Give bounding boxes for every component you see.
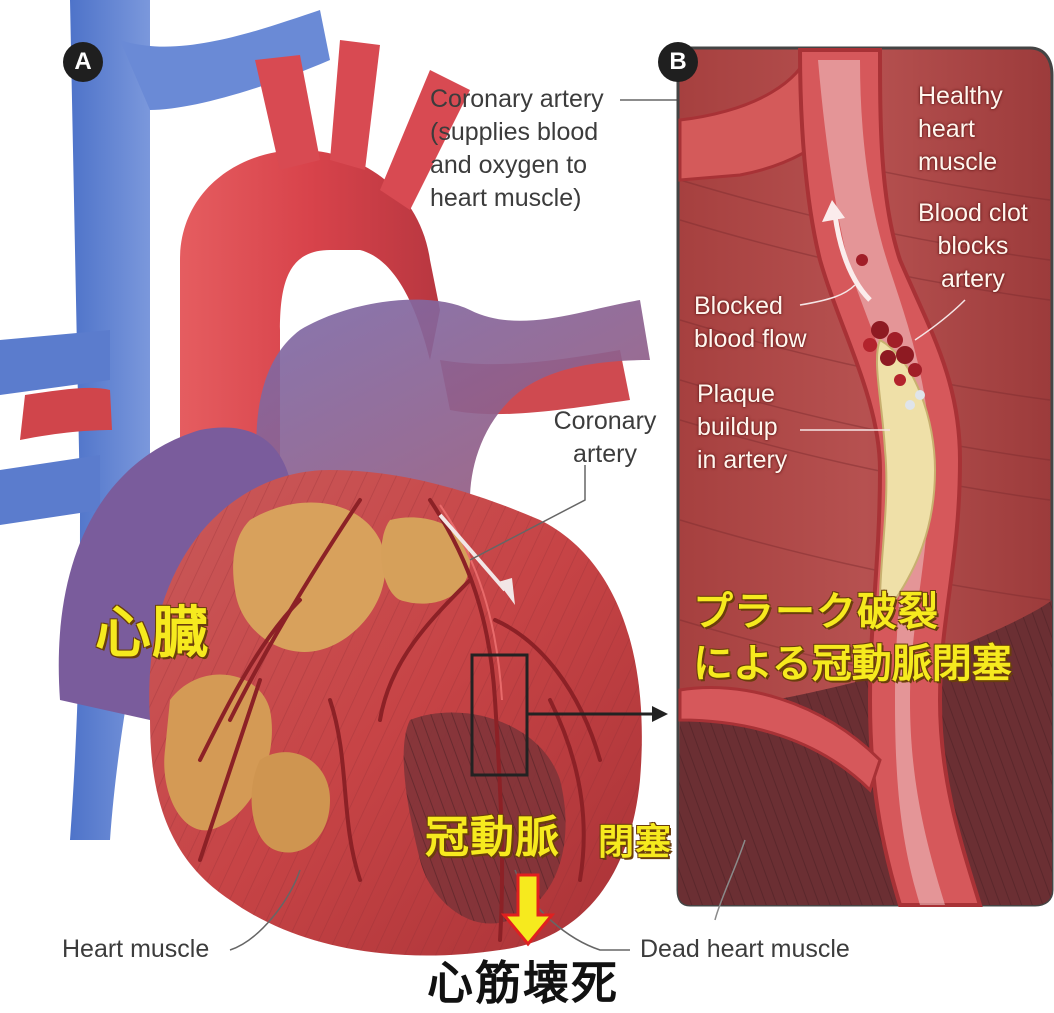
aorta-branch-1 — [255, 55, 320, 170]
label-heart-muscle: Heart muscle — [62, 933, 209, 966]
jp-heart: 心臓 — [95, 600, 209, 666]
label-healthy-heart-muscle: Healthy heart muscle — [918, 80, 1003, 179]
blood-cell — [856, 254, 868, 266]
panel-a-badge: A — [63, 42, 103, 82]
label-blocked-blood-flow: Blocked blood flow — [694, 290, 807, 356]
label-coronary-artery-side: Coronary artery — [540, 405, 670, 471]
label-dead-heart-muscle: Dead heart muscle — [640, 933, 850, 966]
aorta-branch-2 — [330, 40, 380, 170]
zoom-connector-arrowhead — [652, 706, 668, 722]
jp-coronary: 冠動脈 — [425, 812, 560, 864]
label-plaque-buildup: Plaque buildup in artery — [697, 378, 787, 477]
jp-occlusion: 閉塞 — [598, 820, 672, 864]
jp-plaque-rupture-line2: による冠動脈閉塞 — [693, 640, 1012, 688]
panel-b-badge: B — [658, 42, 698, 82]
jp-myocardial-necrosis: 心筋壊死 — [427, 955, 619, 1011]
jp-plaque-rupture-line1: プラーク破裂 — [693, 588, 939, 636]
label-blood-clot: Blood clot blocks artery — [918, 197, 1028, 296]
label-coronary-artery-top: Coronary artery (supplies blood and oxyg… — [430, 83, 630, 215]
